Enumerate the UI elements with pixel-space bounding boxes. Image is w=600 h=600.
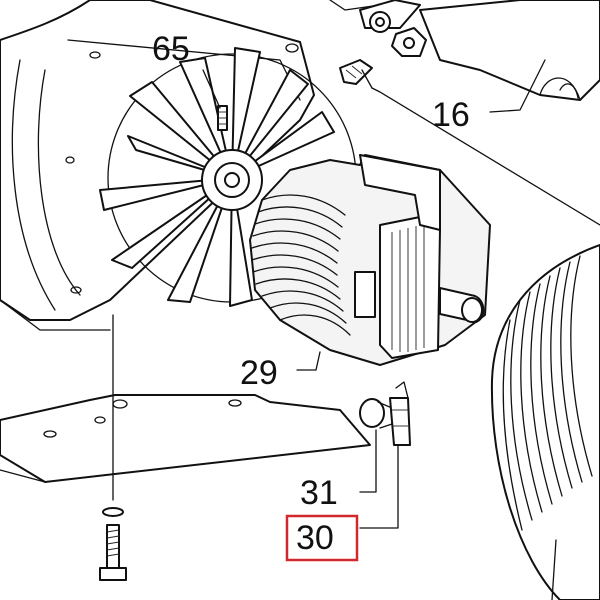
motor-assembly [249,154,491,366]
clip-and-cap [359,381,411,446]
callout-31: 31 [300,474,338,512]
screw [99,314,127,581]
highlight-box [285,514,359,562]
callout-65: 65 [152,30,190,68]
base-plate [0,394,371,483]
right-drum [490,244,600,600]
callout-16: 16 [432,96,470,134]
fan-wheel [99,47,357,307]
callout-30: 30 [296,519,334,557]
callout-labels: 65 16 29 31 30 [152,30,470,562]
leader-lines [202,59,600,600]
callout-29: 29 [240,354,278,392]
top-fittings [329,0,600,101]
